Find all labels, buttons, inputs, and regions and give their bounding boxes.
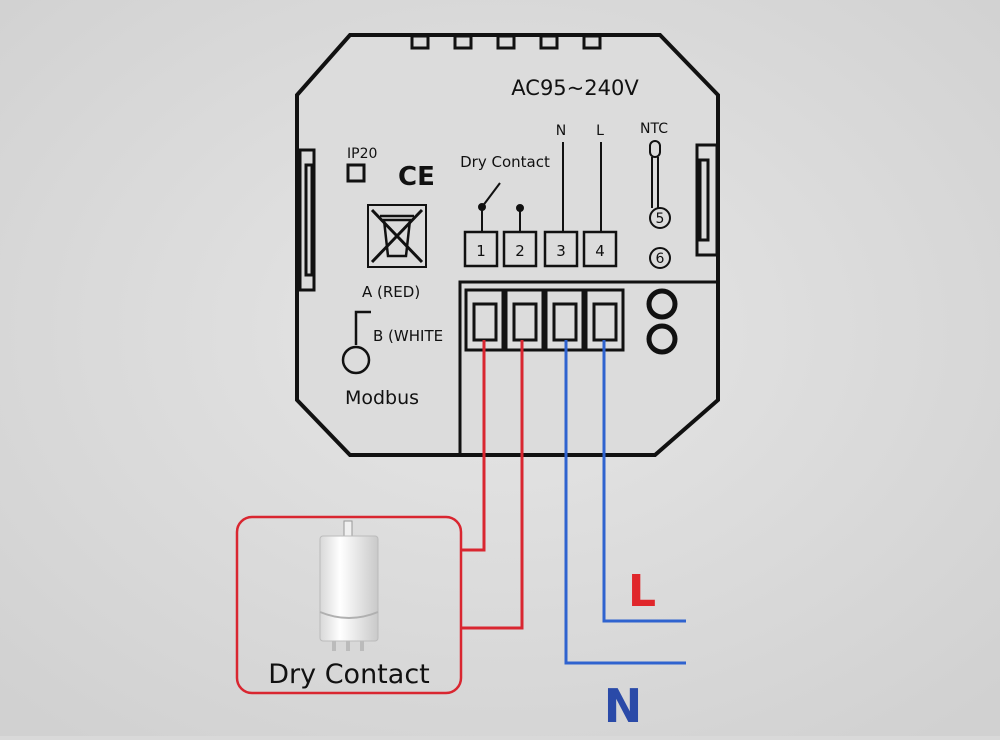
ip-rating-label: IP20 [347, 146, 377, 162]
terminal-number-2: 2 [515, 242, 525, 260]
terminal-box-3 [543, 230, 579, 268]
dry-contact-device-label: Dry Contact [268, 659, 430, 690]
red-wires [462, 340, 524, 630]
ntc-terminal-6: 6 [656, 251, 665, 267]
l-top-label: L [596, 123, 604, 139]
ce-mark: CE [398, 162, 435, 192]
terminal-number-row: 1 2 3 4 [463, 230, 618, 268]
weee-bin-icon [367, 204, 427, 268]
modbus-label: Modbus [345, 387, 419, 409]
dry-contact-box [235, 515, 463, 695]
modbus-connector-icon [341, 310, 371, 375]
modbus-b-label: B (WHITE [373, 327, 443, 345]
terminal-number-4: 4 [595, 242, 605, 260]
terminal-number-1: 1 [476, 242, 486, 260]
blue-wires [564, 340, 686, 665]
ntc-label: NTC [640, 121, 668, 137]
dry-contact-switch-label: Dry Contact [460, 153, 550, 171]
n-top-label: N [556, 123, 566, 139]
neutral-label: N [604, 679, 643, 733]
terminal-box-1 [463, 230, 499, 268]
terminal-box-2 [502, 230, 538, 268]
voltage-label: AC95~240V [511, 76, 639, 100]
top-clips [410, 34, 602, 50]
terminal-box-4 [582, 230, 618, 268]
dry-contact-cylinder-icon [319, 520, 379, 651]
side-clips [298, 143, 719, 292]
ntc-terminal-5: 5 [656, 211, 665, 227]
line-label: L [628, 566, 656, 617]
double-insulation-icon [346, 163, 366, 183]
dry-contact-device: Dry Contact [235, 515, 463, 695]
switch-symbol [478, 182, 524, 232]
modbus-a-label: A (RED) [362, 283, 420, 301]
ntc-sensor-icon [649, 140, 671, 269]
terminal-number-3: 3 [556, 242, 566, 260]
thermostat-back-panel: AC95~240V IP20 CE A (RED) B (WHITE Modbu… [295, 33, 720, 457]
